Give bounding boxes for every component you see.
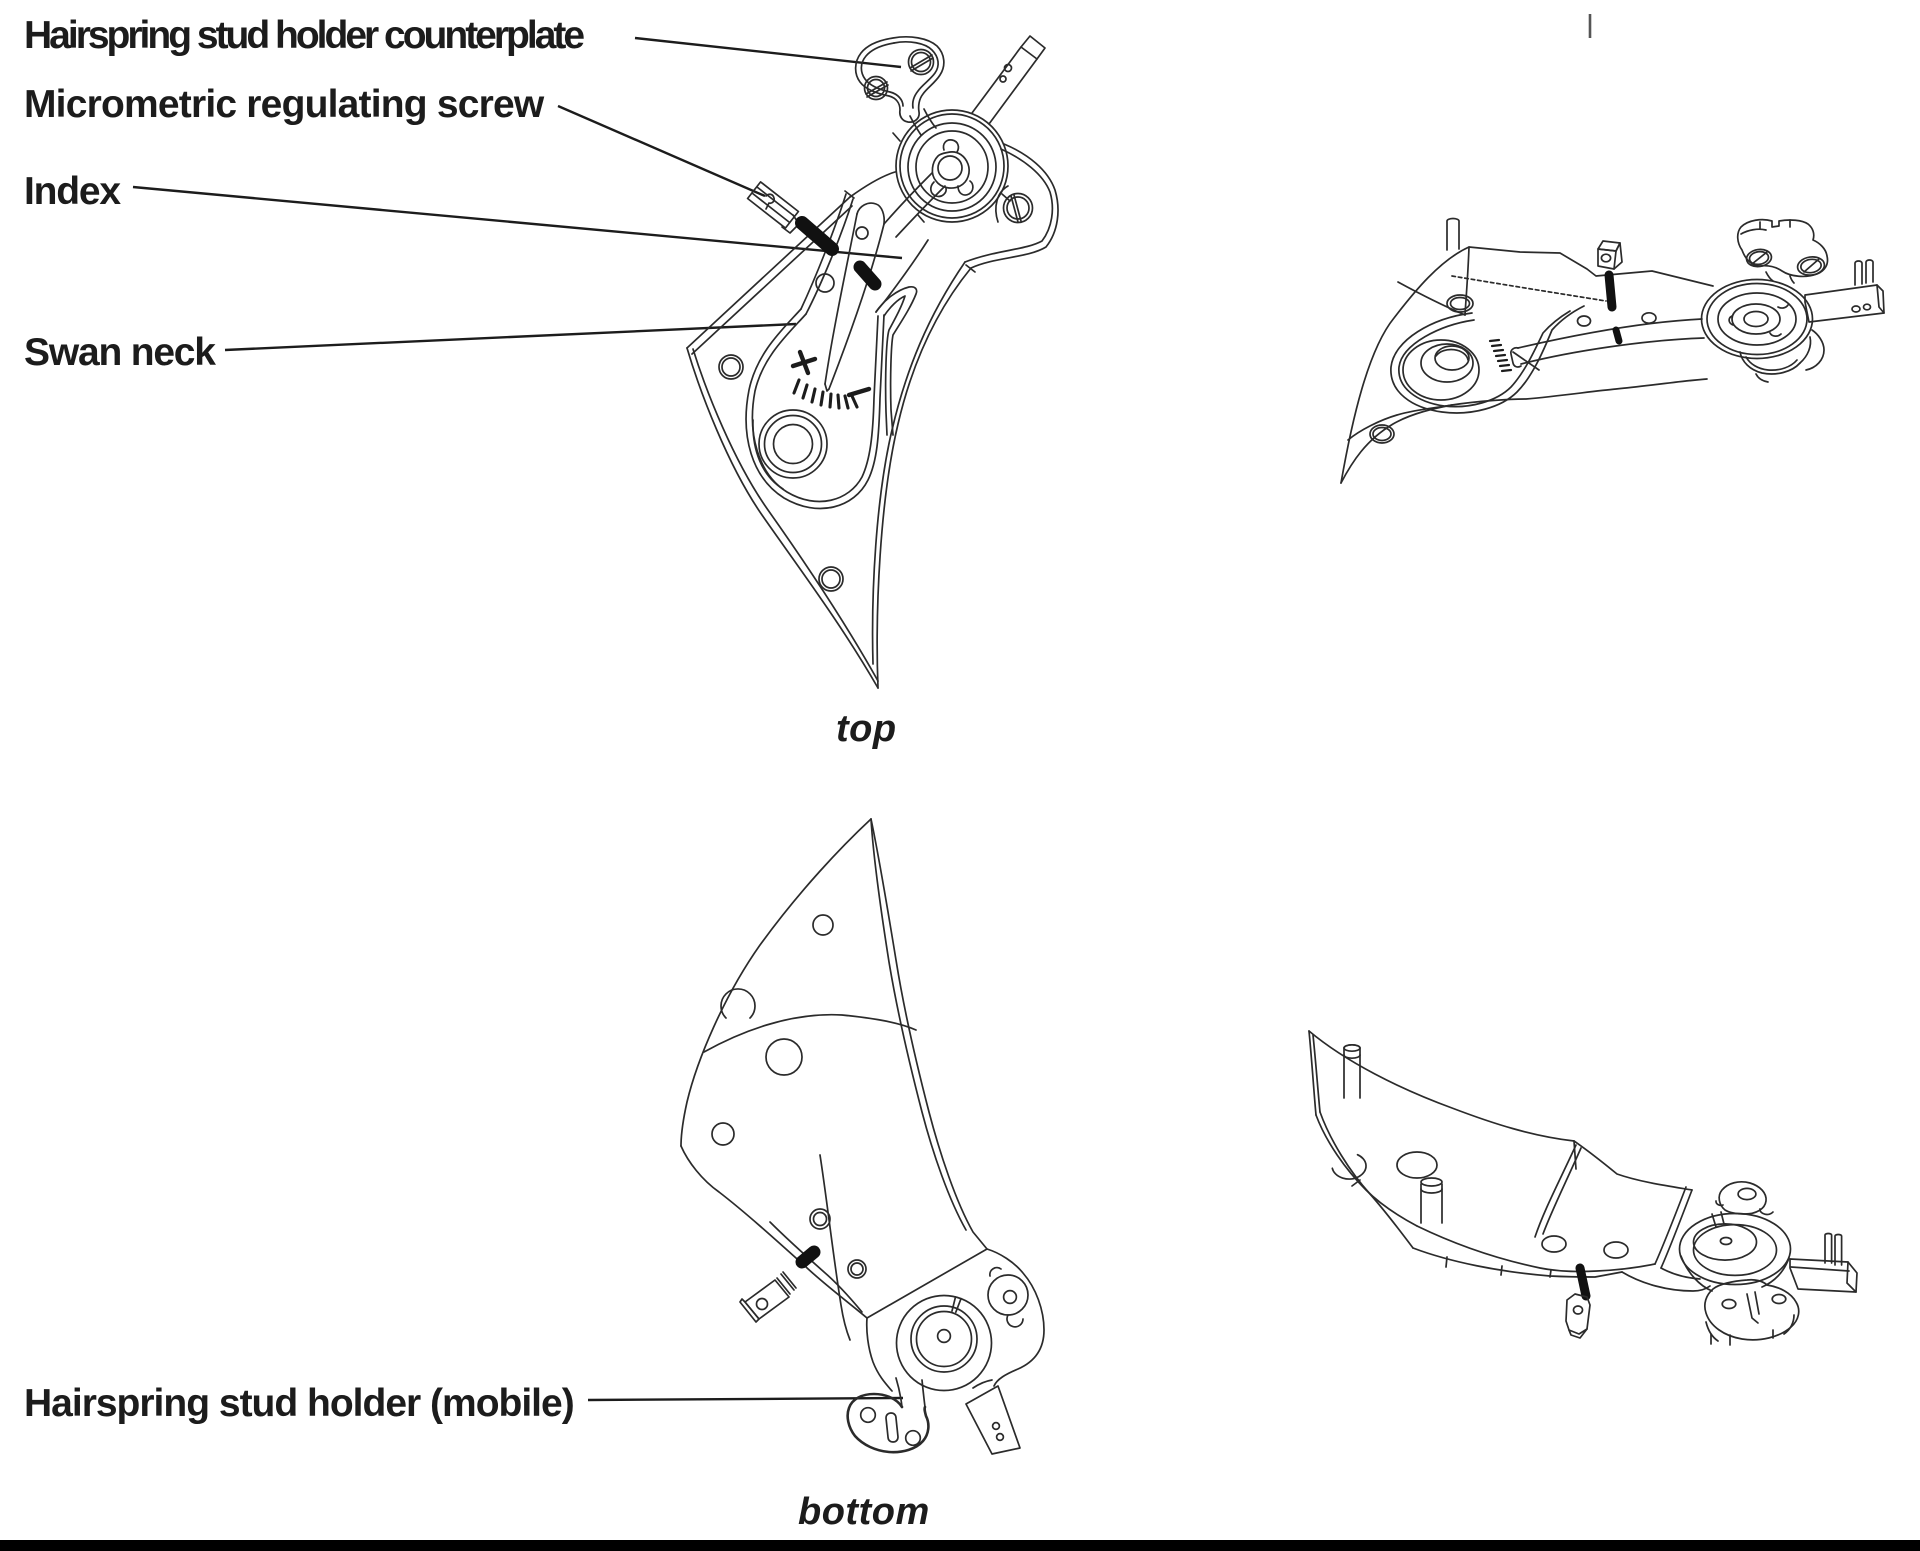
- svg-text:bottom: bottom: [798, 1491, 930, 1533]
- svg-text:Hairspring stud holder counter: Hairspring stud holder counterplate: [24, 14, 584, 57]
- svg-text:top: top: [836, 708, 897, 750]
- svg-text:Hairspring stud holder (mobile: Hairspring stud holder (mobile): [24, 1382, 574, 1425]
- svg-text:Swan neck: Swan neck: [24, 331, 216, 374]
- svg-text:Micrometric regulating screw: Micrometric regulating screw: [24, 83, 545, 126]
- svg-text:Index: Index: [24, 170, 121, 213]
